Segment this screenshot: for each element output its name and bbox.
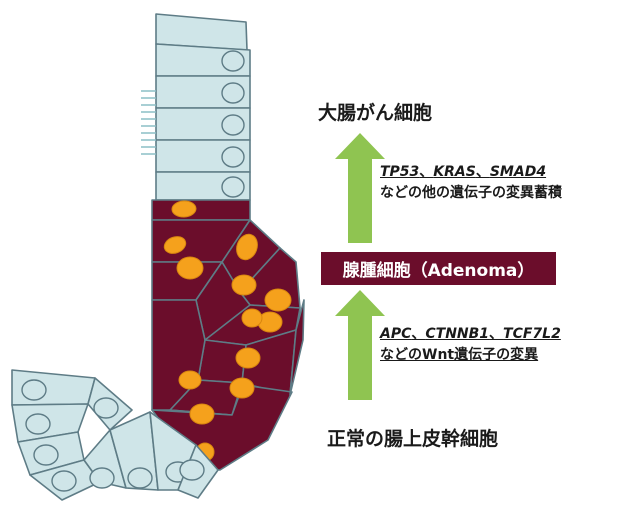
lower-mutation-caption: などのWnt遺伝子の変異	[380, 347, 539, 363]
adenoma-nucleus	[264, 288, 292, 312]
gene-tcf7l2: TCF7L2	[503, 326, 561, 342]
nucleus	[21, 379, 47, 401]
normal-stem-cell-label: 正常の腸上皮幹細胞	[327, 428, 499, 450]
nucleus	[221, 82, 245, 104]
adenoma-nucleus	[163, 236, 187, 254]
nucleus	[221, 50, 245, 72]
adenoma-label-box: 腺腫細胞（Adenoma）	[321, 252, 556, 285]
gene-ctnnb1: CTNNB1	[425, 326, 490, 342]
adenoma-nucleus	[231, 274, 257, 296]
adenoma-nucleus	[229, 377, 255, 399]
nucleus	[89, 467, 115, 489]
adenoma-label: 腺腫細胞（Adenoma）	[342, 261, 535, 281]
nucleus	[127, 467, 153, 489]
arrow-up-icon	[335, 290, 385, 400]
adenoma-cell	[289, 299, 305, 396]
adenoma-nucleus	[176, 256, 204, 280]
gene-apc: APC	[380, 326, 412, 342]
adenoma-nucleus	[178, 370, 202, 390]
adenoma-nucleus	[235, 347, 261, 369]
nucleus	[221, 114, 245, 136]
gene-smad4: SMAD4	[489, 164, 547, 180]
adenoma-nucleus	[236, 233, 258, 261]
separator: 、	[489, 326, 504, 342]
adenoma-nucleus	[189, 403, 215, 425]
nucleus	[25, 413, 51, 435]
nucleus	[179, 459, 205, 481]
gene-tp53: TP53	[380, 164, 420, 180]
nucleus	[93, 397, 119, 419]
normal-cells-upper	[155, 13, 251, 201]
nucleus	[221, 146, 245, 168]
lower-mutation-genes: APC、CTNNB1、TCF7L2	[380, 325, 561, 344]
microvilli	[141, 90, 156, 155]
nucleus	[33, 444, 59, 466]
arrow-up-icon	[335, 133, 385, 243]
adenoma-nucleus	[171, 200, 197, 218]
upper-mutation-caption: などの他の遺伝子の変異蓄積	[380, 185, 562, 201]
upper-mutation-genes: TP53、KRAS、SMAD4	[380, 163, 546, 182]
adenoma-cell	[151, 199, 251, 221]
normal-cells-lower	[11, 369, 219, 501]
cancer-cell-label: 大腸がん細胞	[318, 102, 433, 124]
adenoma-nucleus	[241, 308, 263, 328]
separator: 、	[475, 164, 490, 180]
separator: 、	[419, 164, 434, 180]
nucleus	[51, 470, 77, 492]
nucleus	[221, 176, 245, 198]
separator: 、	[411, 326, 426, 342]
gene-kras: KRAS	[433, 164, 476, 180]
